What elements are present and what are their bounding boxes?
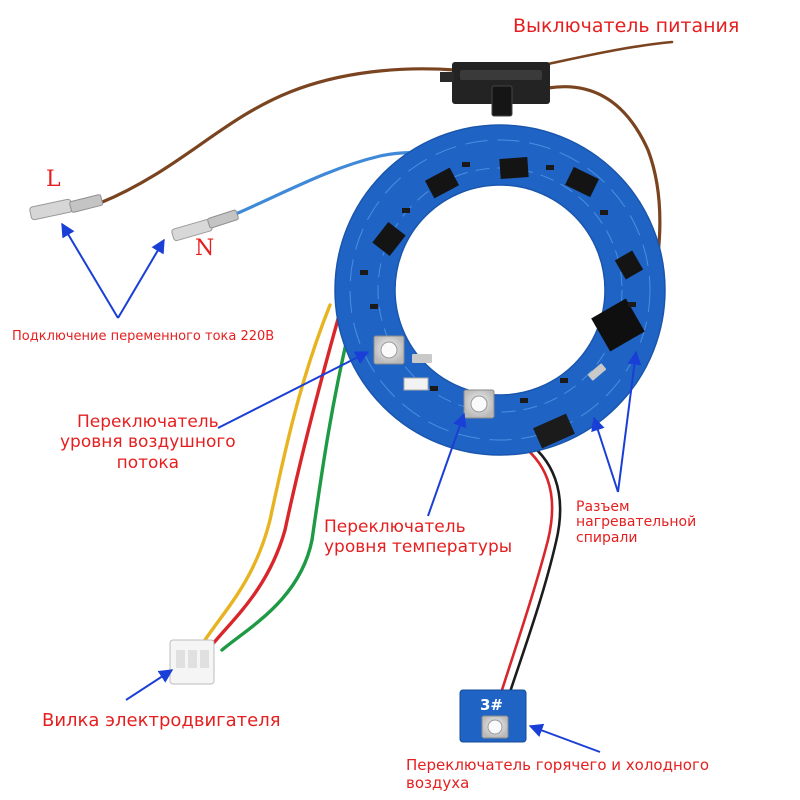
airflow-button-part [373,335,405,365]
black-wire-button [508,436,562,694]
temperature-switch-label: Переключатель уровня температуры [324,517,513,558]
terminal-n [171,209,239,242]
ic-chip-1 [424,167,460,199]
svg-text:3#: 3# [480,696,503,714]
motor-plug-label: Вилка электродвигателя [42,710,281,731]
arrow-coil-2 [617,350,642,493]
terminal-l [29,194,104,221]
airflow-switch-label: Переключатель уровня воздушного потока [60,412,236,473]
brown-wire-l [98,67,457,205]
red-wire-button [500,438,554,692]
ac-connection-label: Подключение переменного тока 220В [12,329,275,344]
pointer-arrows [61,222,642,753]
arrow-hotcold [528,723,601,753]
pcb-ring [334,124,666,456]
ic-chip-5 [614,250,644,280]
ic-chip-2 [499,157,529,179]
arrow-temp [427,412,467,517]
arrow-ac-to-l [61,222,119,319]
power-switch-label: Выключатель питания [513,15,740,37]
heating-coil-connector-label: Разъем нагревательной спирали [576,499,697,546]
hot-cold-button-part: 3# [459,689,527,743]
ic-chip-big [591,298,645,352]
arrow-ac-to-n [117,238,165,319]
line-terminal-label: L [46,167,61,192]
ic-chip-3 [565,166,599,198]
arrow-motor [125,669,174,701]
arrow-air [217,351,370,429]
yellow-wire [203,303,332,642]
coil-connector-part [533,413,575,449]
temperature-button-part [463,389,495,419]
brown-wire-tail [546,40,674,66]
hot-cold-switch-label: Переключатель горячего и холодного возду… [406,756,710,792]
power-switch-part [440,62,550,117]
green-wire [220,316,354,652]
neutral-terminal-label: N [195,236,215,261]
header-connector [403,377,429,391]
arrow-coil-1 [591,416,619,493]
ic-chip-4 [372,221,406,257]
motor-plug-part [169,639,215,685]
